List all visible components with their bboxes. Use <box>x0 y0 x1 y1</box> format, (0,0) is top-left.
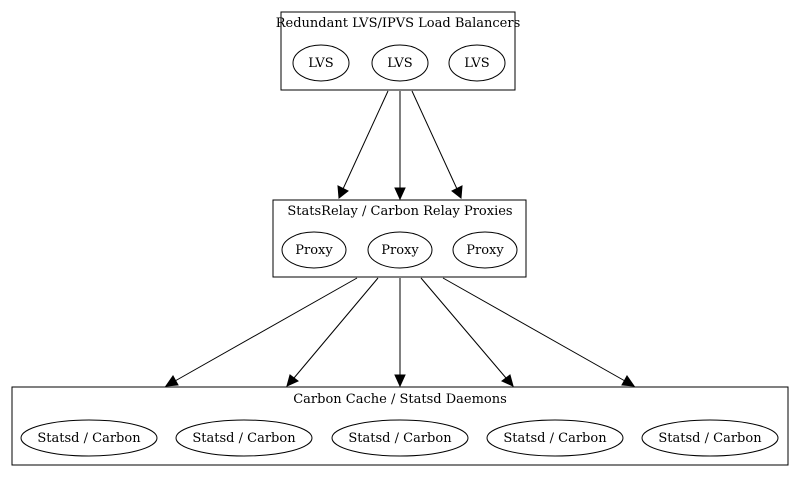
cluster-carbon-cache-title: Carbon Cache / Statsd Daemons <box>293 392 507 407</box>
statsd-carbon-node-label: Statsd / Carbon <box>348 431 452 446</box>
statsd-carbon-node-label: Statsd / Carbon <box>192 431 296 446</box>
lvs-node-label: LVS <box>464 56 489 71</box>
edge-arrow <box>286 277 379 387</box>
lvs-node: LVS <box>292 44 350 82</box>
proxy-node: Proxy <box>281 231 347 269</box>
proxy-node: Proxy <box>367 231 433 269</box>
edge-arrow <box>420 277 514 387</box>
edge-arrow <box>337 90 389 199</box>
proxy-node-label: Proxy <box>295 243 333 258</box>
statsd-carbon-node-label: Statsd / Carbon <box>37 431 141 446</box>
lvs-node-label: LVS <box>308 56 333 71</box>
statsd-carbon-node: Statsd / Carbon <box>20 419 158 457</box>
cluster-proxies-title: StatsRelay / Carbon Relay Proxies <box>287 204 512 219</box>
proxy-node: Proxy <box>452 231 518 269</box>
cluster-proxies: StatsRelay / Carbon Relay Proxies Proxy … <box>272 199 527 278</box>
lvs-node: LVS <box>371 44 429 82</box>
statsd-carbon-node: Statsd / Carbon <box>641 419 779 457</box>
statsd-carbon-node: Statsd / Carbon <box>175 419 313 457</box>
statsd-carbon-node: Statsd / Carbon <box>486 419 624 457</box>
cluster-load-balancers-title: Redundant LVS/IPVS Load Balancers <box>276 16 521 31</box>
edge-arrow <box>394 91 406 201</box>
proxy-node-label: Proxy <box>466 243 504 258</box>
statsd-carbon-node-label: Statsd / Carbon <box>503 431 607 446</box>
proxy-node-label: Proxy <box>381 243 419 258</box>
edge-arrow <box>411 90 463 199</box>
statsd-carbon-node-label: Statsd / Carbon <box>658 431 762 446</box>
edge-arrow <box>442 277 636 387</box>
statsd-carbon-node: Statsd / Carbon <box>331 419 469 457</box>
lvs-node-label: LVS <box>387 56 412 71</box>
edge-arrow <box>394 278 406 388</box>
lvs-node: LVS <box>448 44 506 82</box>
cluster-carbon-cache: Carbon Cache / Statsd Daemons Statsd / C… <box>11 386 789 466</box>
edges-proxy-to-cache <box>164 277 636 388</box>
edge-arrow <box>164 277 358 387</box>
edges-lb-to-proxy <box>337 90 463 201</box>
cluster-load-balancers: Redundant LVS/IPVS Load Balancers LVS LV… <box>276 11 521 91</box>
